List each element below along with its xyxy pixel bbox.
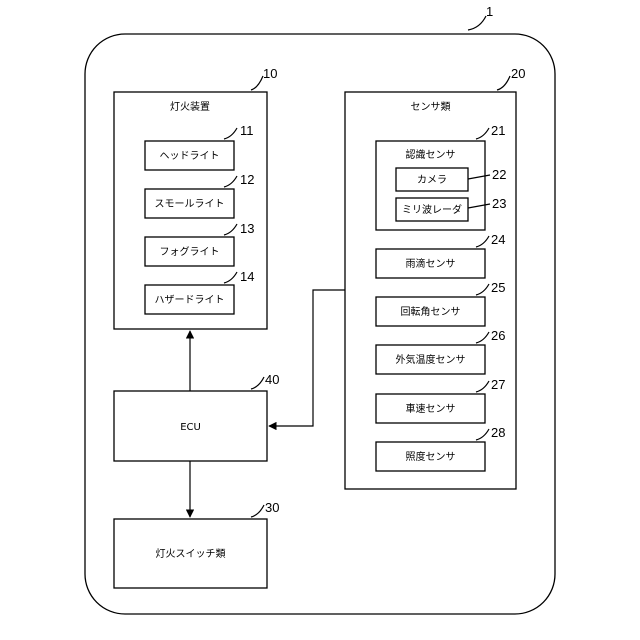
rotation-angle-sensor-label: 回転角センサ — [401, 306, 461, 318]
illuminance-sensor-ref: 28 — [491, 425, 505, 440]
hazard-light-ref: 14 — [240, 269, 254, 284]
light-switches-label: 灯火スイッチ類 — [156, 548, 226, 560]
camera-label: カメラ — [417, 174, 447, 186]
illuminance-sensor-label: 照度センサ — [406, 450, 456, 463]
vehicle-speed-sensor-label: 車速センサ — [406, 402, 456, 415]
radar-label: ミリ波レーダ — [402, 203, 462, 216]
headlight-ref: 11 — [240, 123, 254, 138]
lighting-ref: 10 — [263, 66, 277, 81]
radar-ref: 23 — [492, 196, 506, 211]
device-leader — [468, 16, 486, 30]
fog-light-label: フォグライト — [160, 245, 220, 258]
ecu-label: ECU — [180, 422, 201, 433]
ecu-ref: 40 — [265, 372, 279, 387]
fog-light-ref: 13 — [240, 221, 254, 236]
rotation-angle-sensor-ref: 25 — [491, 280, 505, 295]
lighting-title: 灯火装置 — [170, 100, 210, 113]
rain-sensor-ref: 24 — [491, 232, 505, 247]
small-light-ref: 12 — [240, 172, 254, 187]
headlight-label: ヘッドライト — [160, 150, 220, 162]
device-ref: 1 — [486, 4, 493, 19]
sensors-ref: 20 — [511, 66, 525, 81]
camera-ref: 22 — [492, 167, 506, 182]
recognition-sensor-ref: 21 — [491, 123, 505, 138]
hazard-light-label: ハザードライト — [155, 294, 225, 306]
rain-sensor-label: 雨滴センサ — [406, 257, 456, 270]
small-light-label: スモールライト — [155, 198, 225, 210]
light-switches-ref: 30 — [265, 500, 279, 515]
vehicle-speed-sensor-ref: 27 — [491, 377, 505, 392]
sensors-title: センサ類 — [411, 101, 451, 113]
outside-temp-sensor-ref: 26 — [491, 328, 505, 343]
recognition-sensor-title: 認識センサ — [406, 148, 456, 161]
outside-temp-sensor-label: 外気温度センサ — [396, 353, 466, 366]
